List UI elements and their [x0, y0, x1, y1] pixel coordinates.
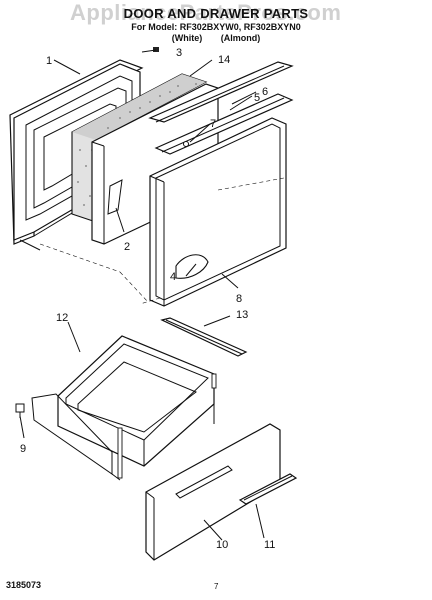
- watermark: AppliancePartsPros.com: [70, 0, 342, 25]
- callout-1: 1: [46, 55, 52, 67]
- callout-numbers: 1 3 14 6 5 7 2 4 8 12 13 9 10 11: [20, 47, 275, 551]
- callout-5: 5: [254, 92, 260, 104]
- callout-11: 11: [264, 539, 275, 551]
- callout-3: 3: [176, 47, 182, 59]
- callout-2: 2: [124, 241, 130, 253]
- callout-6: 6: [262, 86, 268, 98]
- document-number: 3185073: [6, 580, 42, 590]
- callout-13: 13: [236, 309, 248, 321]
- callout-10: 10: [216, 539, 228, 551]
- door-window-glass: [154, 93, 294, 155]
- callout-12: 12: [56, 312, 68, 324]
- model-line: For Model: RF302BXYW0, RF302BXYN0: [131, 22, 301, 32]
- finish-white: (White): [171, 33, 203, 43]
- callout-7: 7: [210, 118, 216, 130]
- drawer-roller-part-9: [15, 403, 25, 418]
- leader-lines: [19, 49, 265, 541]
- door-bracket-part-4: [175, 254, 209, 279]
- door-insulation: [71, 73, 208, 223]
- drawer-handle-part-11: [238, 473, 298, 505]
- page-title: DOOR AND DRAWER PARTS: [123, 6, 309, 21]
- screw-part-7: [183, 141, 189, 147]
- finish-almond: (Almond): [220, 33, 261, 43]
- finish-line: (White) (Almond): [0, 33, 432, 43]
- door-top-trim: [148, 61, 294, 123]
- alignment-lines: [39, 177, 285, 305]
- door-clip-part-3: [153, 47, 159, 52]
- callout-9: 9: [20, 443, 26, 455]
- drawer-body: [31, 335, 217, 481]
- callout-4: 4: [170, 271, 176, 283]
- callout-8: 8: [236, 293, 242, 305]
- page-number: 7: [214, 582, 219, 591]
- callout-14: 14: [218, 54, 230, 66]
- drawer-rail: [160, 317, 248, 357]
